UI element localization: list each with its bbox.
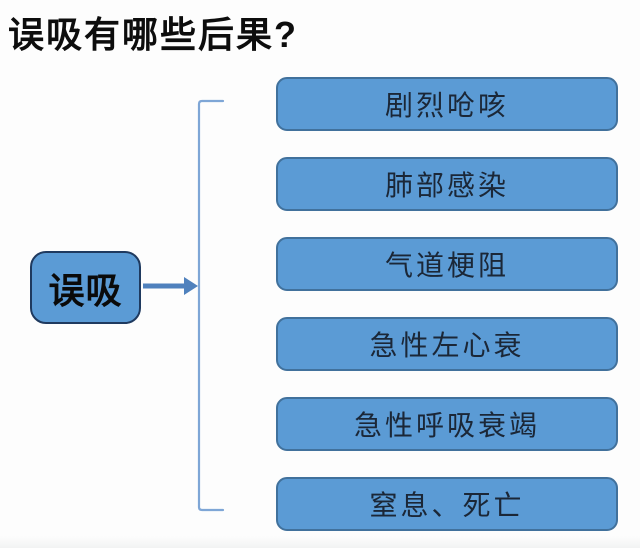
arrow-head — [184, 277, 198, 295]
consequence-box-acute-respiratory-failure: 急性呼吸衰竭 — [276, 397, 618, 451]
consequence-box-airway-obstruction: 气道梗阻 — [276, 237, 618, 291]
consequence-box-suffocation-death: 窒息、死亡 — [276, 477, 618, 531]
consequence-label: 肺部感染 — [384, 171, 509, 202]
consequence-label: 气道梗阻 — [384, 251, 509, 282]
consequence-list: 剧烈呛咳 肺部感染 气道梗阻 急性左心衰 急性呼吸衰竭 窒息、死亡 — [276, 77, 618, 531]
consequence-box-lung-infection: 肺部感染 — [276, 157, 618, 211]
page-title: 误吸有哪些后果? — [8, 14, 298, 55]
consequence-label: 剧烈呛咳 — [384, 91, 509, 122]
bracket-shape — [197, 99, 225, 512]
consequence-box-acute-left-heart-failure: 急性左心衰 — [276, 317, 618, 371]
consequence-label: 窒息、死亡 — [369, 491, 525, 522]
root-node-label: 误吸 — [48, 269, 123, 311]
root-node-aspiration: 误吸 — [30, 251, 141, 324]
consequence-label: 急性左心衰 — [369, 331, 525, 362]
consequence-label: 急性呼吸衰竭 — [353, 411, 540, 442]
consequence-box-choking: 剧烈呛咳 — [276, 77, 618, 131]
